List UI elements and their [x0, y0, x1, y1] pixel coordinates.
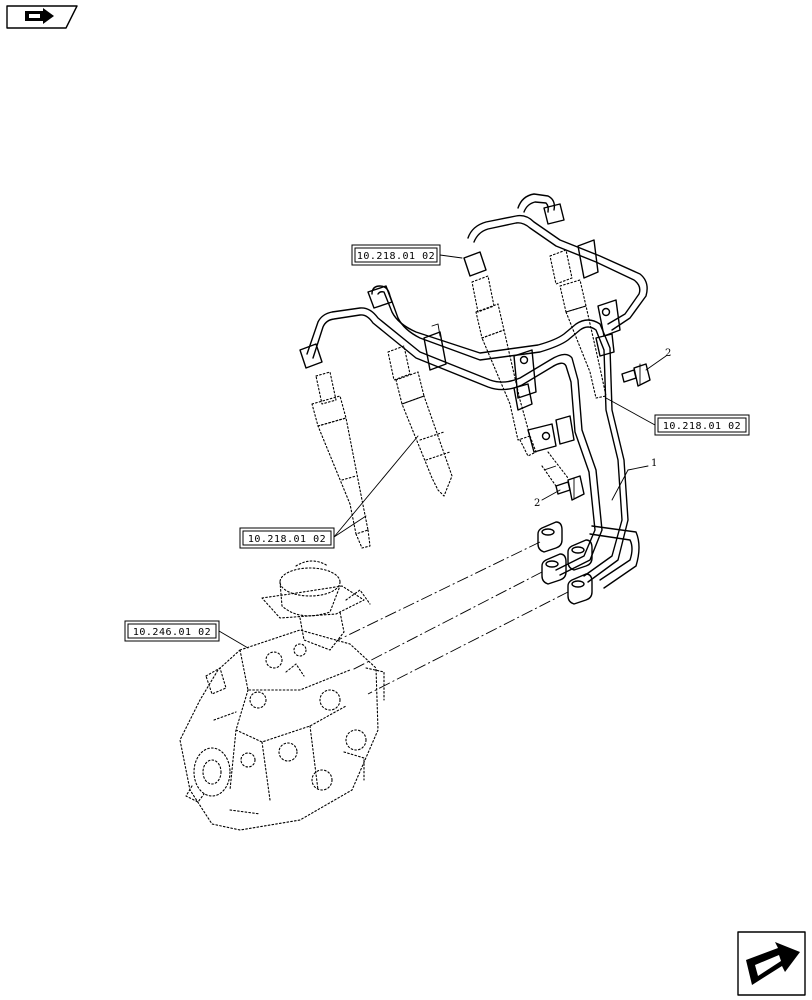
ref-pump[interactable]: 10.246.01 02	[124, 620, 220, 642]
pipe-nuts	[299, 203, 565, 369]
callout-pipe-assembly: 1	[651, 458, 657, 469]
ref-injector-left[interactable]: 10.218.01 02	[239, 527, 335, 549]
folder-arrow-icon[interactable]	[6, 5, 78, 29]
callout-bolt-upper: 2	[665, 348, 671, 359]
fuel-pipes	[306, 193, 648, 589]
ref-injector-top[interactable]: 10.218.01 02	[351, 244, 441, 266]
next-page-arrow-icon[interactable]	[737, 931, 806, 996]
injection-pump	[179, 560, 385, 831]
ref-label: 10.218.01 02	[663, 421, 741, 432]
ref-injector-right[interactable]: 10.218.01 02	[654, 414, 750, 436]
ref-label: 10.218.01 02	[248, 534, 326, 545]
callout-bolt-lower: 2	[534, 498, 540, 509]
bolt-upper	[621, 363, 651, 387]
leader-lines	[218, 254, 667, 649]
ref-label: 10.246.01 02	[133, 627, 211, 638]
injectors	[311, 249, 607, 549]
pipe-clamps	[423, 239, 621, 453]
ref-label: 10.218.01 02	[357, 251, 435, 262]
pipe-fittings	[537, 521, 593, 605]
centerlines	[337, 465, 569, 695]
bolt-lower	[555, 475, 585, 501]
